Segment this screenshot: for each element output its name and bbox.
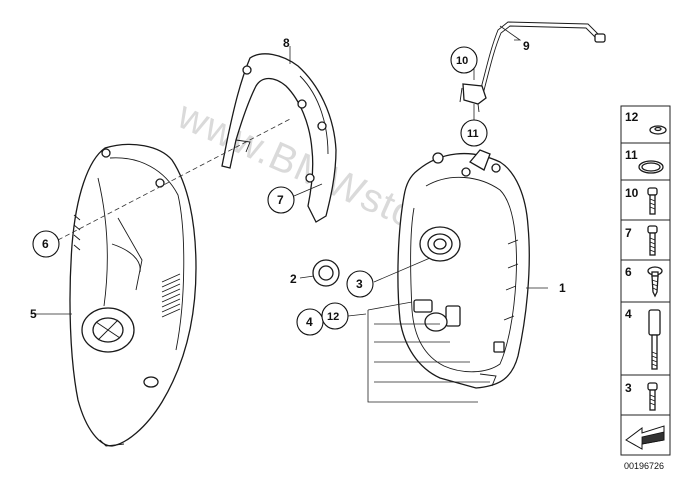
callout-9: 9: [523, 39, 530, 53]
callout-5: 5: [30, 307, 37, 321]
legend-num-3: 3: [625, 381, 632, 395]
legend-cell-4: [620, 301, 671, 376]
callout-6: 6: [42, 237, 49, 251]
doc-number: 00196726: [624, 461, 664, 471]
legend-cell-10: [620, 179, 671, 221]
callouts: 1 2 3 4 5 6 7 8 9 10 11 12: [30, 36, 566, 336]
o-ring-icon: [638, 160, 664, 174]
callout-2: 2: [290, 272, 297, 286]
legend-num-7: 7: [625, 226, 632, 240]
bracket-part-8: [221, 53, 337, 223]
legend-panel: 12 11 10 7 6: [620, 105, 671, 471]
stud-bolt-icon: [648, 309, 661, 370]
callout-12: 12: [327, 311, 339, 323]
callout-3-circle: [346, 270, 374, 298]
leader-lines: [34, 25, 548, 317]
callout-7-circle: [267, 186, 295, 214]
cooling-fins: [161, 273, 181, 318]
callout-4: 4: [306, 315, 313, 329]
screw-icon: [647, 382, 658, 411]
legend-cell-6: [620, 259, 671, 303]
arrow-icon: [625, 425, 665, 450]
legend-num-11: 11: [625, 148, 638, 162]
legend-num-12: 12: [625, 110, 639, 124]
callout-1: 1: [559, 281, 566, 295]
callout-12-circle: [321, 302, 349, 330]
callout-8: 8: [283, 36, 290, 50]
washer-icon: [649, 125, 667, 135]
legend-cell-12: [620, 105, 671, 144]
legend-num-6: 6: [625, 265, 632, 279]
self-tapping-screw-icon: [647, 266, 663, 298]
legend-num-4: 4: [625, 307, 632, 321]
legend-num-10: 10: [625, 186, 639, 200]
callout-7: 7: [277, 193, 284, 207]
crankcase-cover-part-1: [397, 149, 530, 389]
callout-10: 10: [456, 55, 468, 67]
callout-6-circle: [32, 230, 60, 258]
screw-icon: [647, 187, 658, 215]
callout-3: 3: [356, 277, 363, 291]
assembly-lines: [57, 117, 490, 403]
shaft-seal-part-2: [312, 259, 340, 287]
callout-11: 11: [467, 128, 479, 140]
engine-cover-part-5: [69, 143, 197, 447]
screw-icon: [647, 225, 658, 256]
callout-10-circle: [450, 46, 478, 74]
callout-11-circle: [460, 119, 488, 147]
sensor-cable-part-9: [459, 21, 606, 113]
